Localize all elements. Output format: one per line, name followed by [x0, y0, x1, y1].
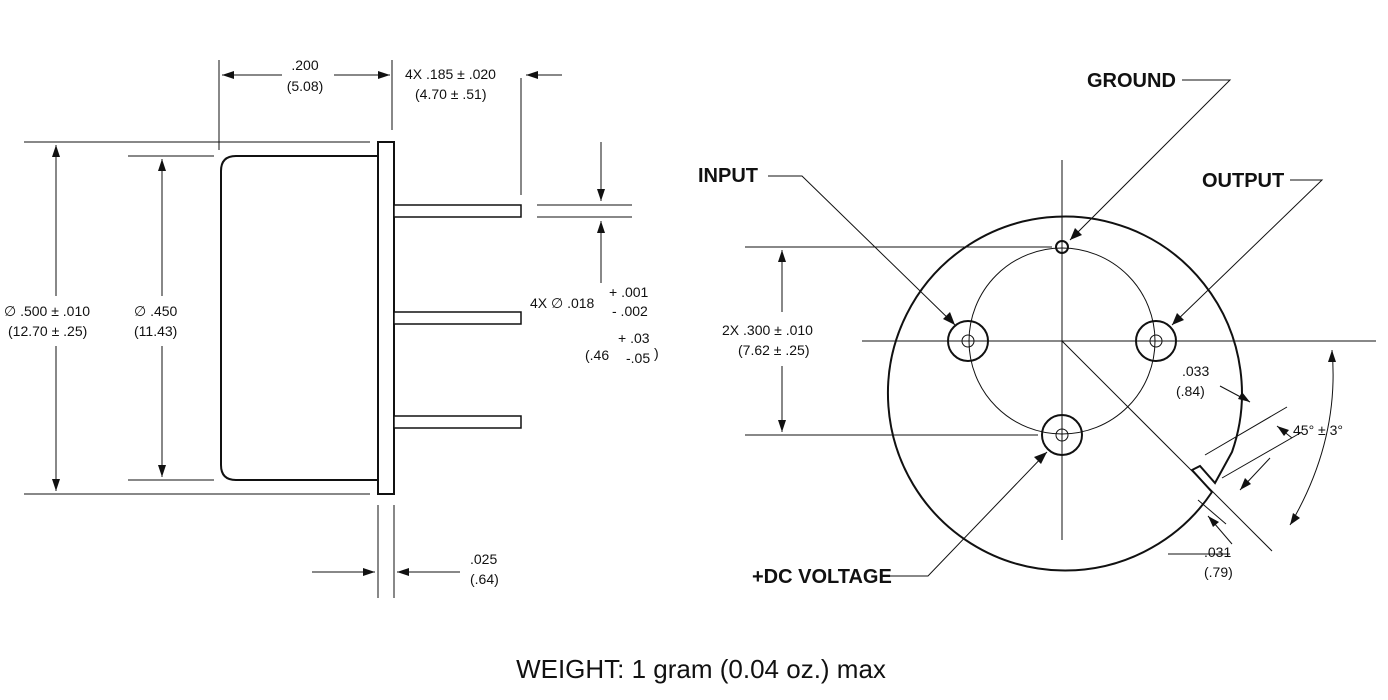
- dim-outer-diameter-mm: (12.70 ± .25): [8, 323, 87, 339]
- dim-body-length-mm: (5.08): [287, 78, 324, 94]
- dim-pin-spacing: 2X .300 ± .010: [722, 322, 813, 338]
- dim-tab-depth-mm: (.79): [1204, 564, 1233, 580]
- pin-middle: [393, 311, 522, 325]
- weight-caption: WEIGHT: 1 gram (0.04 oz.) max: [516, 654, 886, 684]
- base-flange: [377, 141, 395, 495]
- label-output: OUTPUT: [1202, 170, 1284, 192]
- dim-pin-diameter: 4X ∅ .018: [530, 295, 595, 311]
- dim-pin-diameter-tol-plus: + .001: [609, 284, 649, 300]
- header-outline: [886, 215, 1243, 572]
- dim-pin-length-mm: (4.70 ± .51): [415, 86, 487, 102]
- dim-flange-thickness: .025: [470, 551, 497, 567]
- label-ground: GROUND: [1087, 70, 1176, 92]
- dim-outer-diameter: ∅ .500 ± .010: [4, 303, 90, 319]
- dim-pin-length: 4X .185 ± .020: [405, 66, 496, 82]
- side-view: .200 (5.08) 4X .185 ± .020 (4.70 ± .51) …: [4, 57, 659, 598]
- dim-inner-diameter: ∅ .450: [134, 303, 178, 319]
- dim-tab-depth: .031: [1204, 544, 1231, 560]
- pin-output: [1135, 320, 1177, 362]
- pin-input: [947, 320, 989, 362]
- pin-bottom: [393, 415, 522, 429]
- pin-top: [393, 204, 522, 218]
- dim-pin-diameter-mm-tol-plus: + .03: [618, 330, 650, 346]
- label-dc-voltage: +DC VOLTAGE: [752, 566, 892, 588]
- dim-flange-thickness-mm: (.64): [470, 571, 499, 587]
- dim-pin-diameter-mm-close: ): [654, 345, 659, 361]
- dim-pin-diameter-mm: (.46: [585, 347, 609, 363]
- dim-tab-width: .033: [1182, 363, 1209, 379]
- dim-pin-diameter-tol-minus: - .002: [612, 303, 648, 319]
- dim-tab-width-mm: (.84): [1176, 383, 1205, 399]
- pin-ground: [1055, 240, 1069, 254]
- dim-pin-spacing-mm: (7.62 ± .25): [738, 342, 810, 358]
- dim-inner-diameter-mm: (11.43): [134, 323, 177, 339]
- dim-pin-diameter-mm-tol-minus: -.05: [626, 350, 650, 366]
- dim-angle: 45° ± 3°: [1293, 422, 1343, 438]
- pin-dc-voltage: [1041, 414, 1083, 456]
- bottom-view: GROUND INPUT OUTPUT +DC VOLTAGE 2X .300 …: [698, 70, 1376, 588]
- dim-body-length: .200: [291, 57, 318, 73]
- can-body-outline: [220, 155, 378, 481]
- label-input: INPUT: [698, 165, 758, 187]
